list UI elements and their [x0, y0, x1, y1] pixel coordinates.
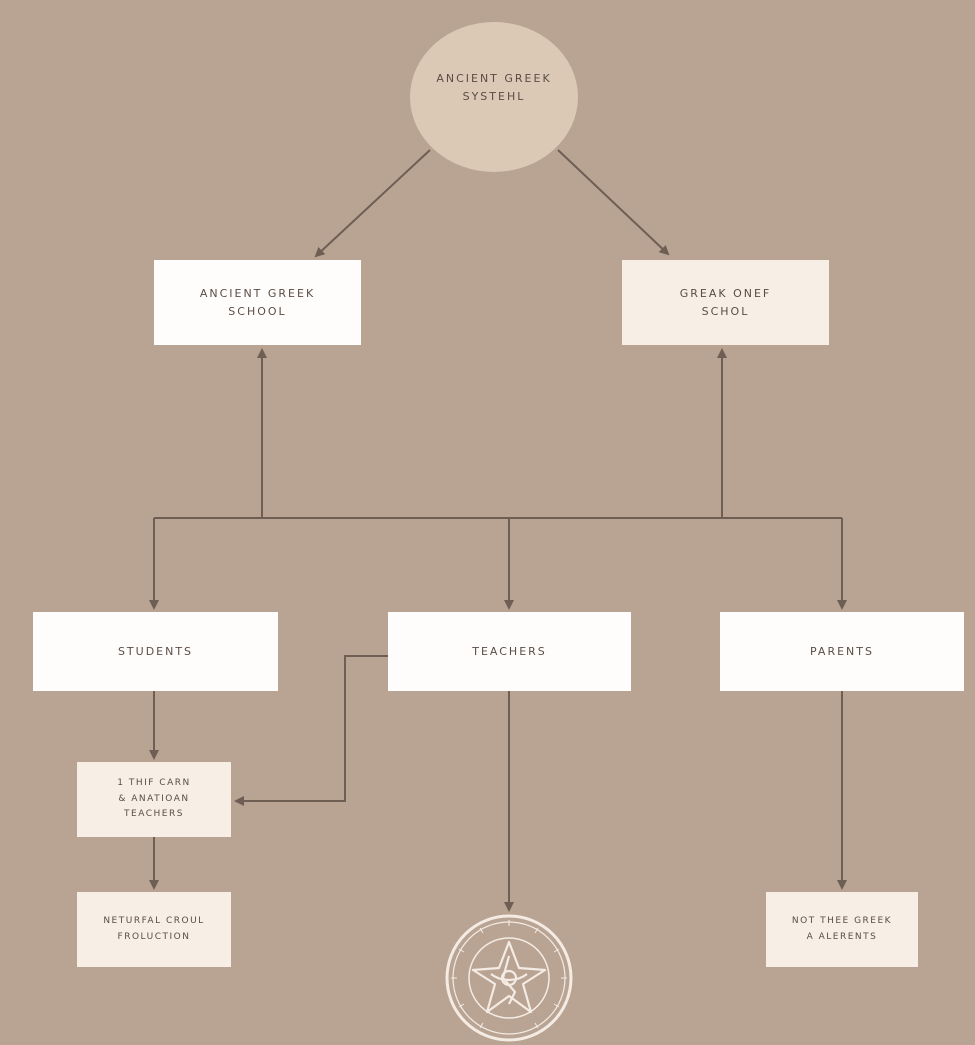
student-step-node: 1 THIF CARN & ANATIOAN TEACHERS [77, 762, 231, 837]
school-node-left: ANCIENT GREEK SCHOOL [154, 260, 361, 345]
school-node-right: GREAK ONEF SCHOL [622, 260, 829, 345]
role-node-teachers: TEACHERS [388, 612, 631, 691]
parent-result-node: NOT THEE GREEK A ALERENTS [766, 892, 918, 967]
student-result-node: NETURFAL CROUL FROLUCTION [77, 892, 231, 967]
connector-root-to-school-right [557, 149, 670, 256]
role-node-students: STUDENTS [33, 612, 278, 691]
circular-seal-emblem-icon [445, 914, 573, 1042]
connector-root-to-school-left [314, 149, 431, 258]
root-node-ancient-greek-system: ANCIENT GREEK SYSTEHL [410, 22, 578, 172]
role-node-parents: PARENTS [720, 612, 964, 691]
